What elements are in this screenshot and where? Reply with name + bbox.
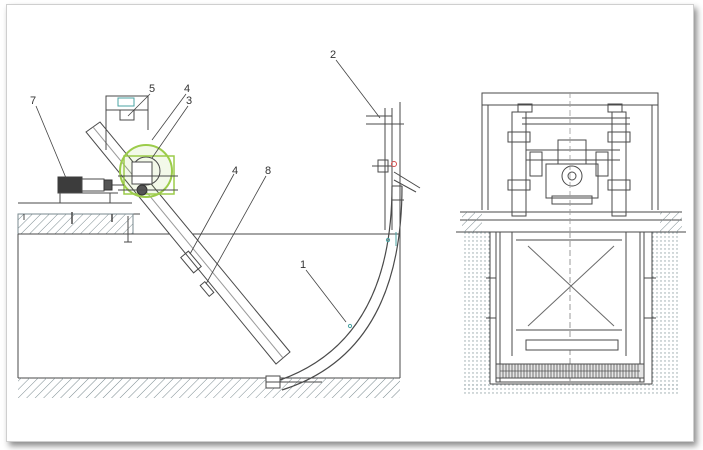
callout-4-mid: 4 — [232, 165, 238, 177]
callout-leaders — [35, 59, 381, 323]
callout-2: 2 — [330, 49, 336, 61]
front-pit-walls — [464, 232, 680, 394]
front-gearbox — [526, 139, 620, 205]
top-bracket — [105, 95, 149, 150]
inclined-rake-arm — [85, 121, 291, 365]
channel-floor — [18, 377, 400, 398]
callout-1: 1 — [300, 259, 306, 271]
callout-labels: 7 5 4 3 4 8 2 1 — [30, 49, 336, 271]
drive-motor — [57, 176, 124, 203]
floor-anchor-marks — [23, 212, 397, 246]
right-support-frame — [366, 108, 421, 230]
callout-4-top: 4 — [184, 83, 190, 95]
channel-walls — [17, 102, 401, 378]
upper-floor-slab — [17, 202, 400, 243]
callout-8: 8 — [265, 165, 271, 177]
front-screen-frame — [486, 231, 656, 383]
front-drive-columns — [507, 111, 631, 217]
callout-5: 5 — [149, 83, 155, 95]
side-view — [17, 95, 421, 398]
front-floor-slab — [456, 211, 686, 233]
screen-comb-teeth — [499, 364, 639, 378]
drive-wheel-assembly — [118, 144, 178, 198]
callout-7: 7 — [30, 95, 36, 107]
front-view — [456, 92, 686, 394]
callout-3: 3 — [186, 95, 192, 107]
curved-screen-arc — [265, 185, 403, 391]
